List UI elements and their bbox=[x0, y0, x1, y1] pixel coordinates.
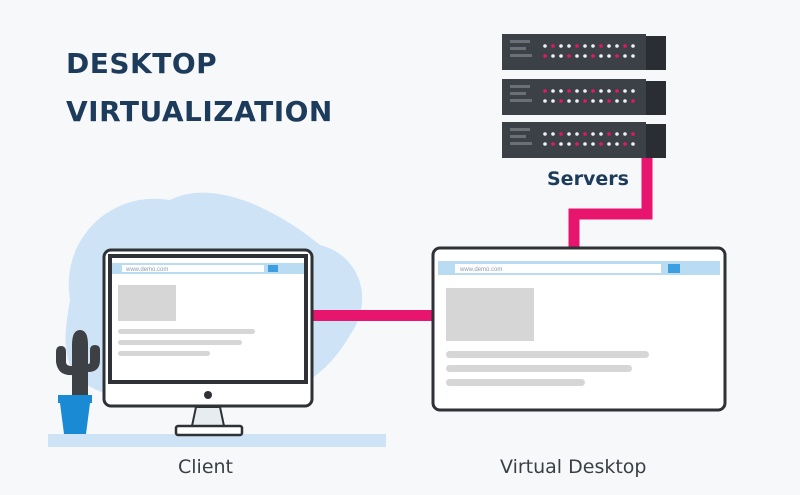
cactus-plant-icon bbox=[56, 330, 100, 434]
client-to-virtual-connector bbox=[312, 310, 434, 321]
client-url-field bbox=[122, 265, 264, 272]
servers-label: Servers bbox=[547, 168, 629, 190]
desk-shelf bbox=[48, 434, 386, 447]
power-button-icon bbox=[204, 391, 212, 399]
client-image-placeholder bbox=[118, 285, 176, 321]
server-rack-icon bbox=[502, 34, 666, 158]
server-to-virtual-connector bbox=[568, 158, 653, 250]
client-label: Client bbox=[178, 456, 234, 478]
virtual-desktop-window: www.demo.com bbox=[431, 246, 727, 412]
title-line-1: DESKTOP bbox=[66, 47, 218, 80]
title-line-2: VIRTUALIZATION bbox=[66, 95, 333, 128]
virtual-url-text: www.demo.com bbox=[459, 267, 502, 273]
client-url-text: www.demo.com bbox=[125, 267, 168, 273]
virtual-desktop-label: Virtual Desktop bbox=[500, 456, 647, 478]
server-unit bbox=[502, 122, 666, 158]
server-unit bbox=[502, 34, 666, 70]
monitor-base bbox=[174, 424, 244, 437]
monitor-stand bbox=[190, 406, 226, 427]
virtual-image-placeholder bbox=[446, 288, 534, 341]
virtual-url-field bbox=[455, 264, 661, 273]
server-unit bbox=[502, 79, 666, 115]
desktop-monitor-icon: www.demo.com bbox=[102, 248, 314, 437]
page-title: DESKTOP VIRTUALIZATION bbox=[66, 40, 333, 136]
